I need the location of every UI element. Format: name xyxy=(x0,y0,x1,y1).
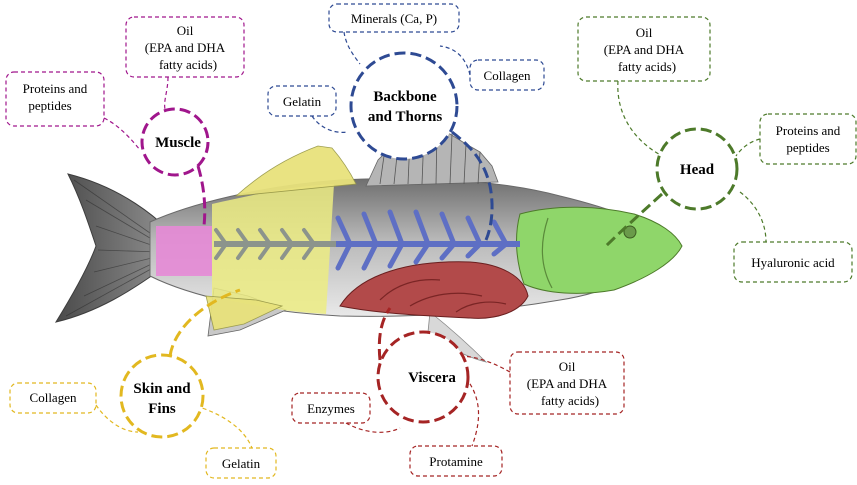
fish-illustration xyxy=(56,130,682,362)
head-oil-label-1: Oil xyxy=(636,25,653,40)
backbone-minerals-label: Minerals (Ca, P) xyxy=(351,11,437,26)
backbone-hub-circle xyxy=(351,53,457,159)
head-connector-proteins xyxy=(736,139,760,156)
head-proteins-box xyxy=(760,114,856,164)
viscera-oil-label-1: Oil xyxy=(559,359,576,374)
muscle-oil-label-1: Oil xyxy=(177,23,194,38)
head-connector-hyaluronic xyxy=(740,192,766,242)
viscera-oil-label-2: (EPA and DHA xyxy=(527,376,608,391)
tail-fin xyxy=(56,174,160,322)
backbone-connector-gelatin xyxy=(312,116,348,132)
backbone-gelatin-label: Gelatin xyxy=(283,94,322,109)
head-hyaluronic-label: Hyaluronic acid xyxy=(751,255,835,270)
backbone-connector-minerals xyxy=(344,32,360,64)
muscle-region xyxy=(156,226,212,276)
muscle-proteins-label-2: peptides xyxy=(28,98,71,113)
head-oil-label-2: (EPA and DHA xyxy=(604,42,685,57)
muscle-proteins-label-1: Proteins and xyxy=(23,81,88,96)
skin-hub-label-1: Skin and xyxy=(133,381,191,397)
viscera-oil-label-3: fatty acids) xyxy=(541,393,599,408)
muscle-hub-label: Muscle xyxy=(155,135,201,151)
muscle-connector-oil xyxy=(165,77,168,112)
head-hub-label: Head xyxy=(680,162,715,178)
muscle-oil-label-2: (EPA and DHA xyxy=(145,40,226,55)
muscle-connector-proteins xyxy=(104,118,140,150)
backbone-hub-label-2: and Thorns xyxy=(368,109,443,125)
viscera-enzymes-label: Enzymes xyxy=(307,401,355,416)
skin-hub-label-2: Fins xyxy=(148,401,176,417)
skin-collagen-label: Collagen xyxy=(30,390,77,405)
viscera-connector-protamine xyxy=(466,378,479,446)
muscle-oil-label-3: fatty acids) xyxy=(159,57,217,72)
viscera-connector-enzymes xyxy=(346,423,400,432)
head-region xyxy=(517,207,682,293)
head-connector-oil xyxy=(618,81,666,158)
viscera-protamine-label: Protamine xyxy=(429,454,483,469)
backbone-collagen-label: Collagen xyxy=(484,68,531,83)
backbone-hub-label-1: Backbone xyxy=(373,89,437,105)
head-proteins-label-1: Proteins and xyxy=(776,123,841,138)
head-proteins-label-2: peptides xyxy=(786,140,829,155)
skin-gelatin-label: Gelatin xyxy=(222,456,261,471)
skin-connector-gelatin xyxy=(196,406,252,448)
head-oil-label-3: fatty acids) xyxy=(618,59,676,74)
viscera-hub-label: Viscera xyxy=(408,370,456,386)
